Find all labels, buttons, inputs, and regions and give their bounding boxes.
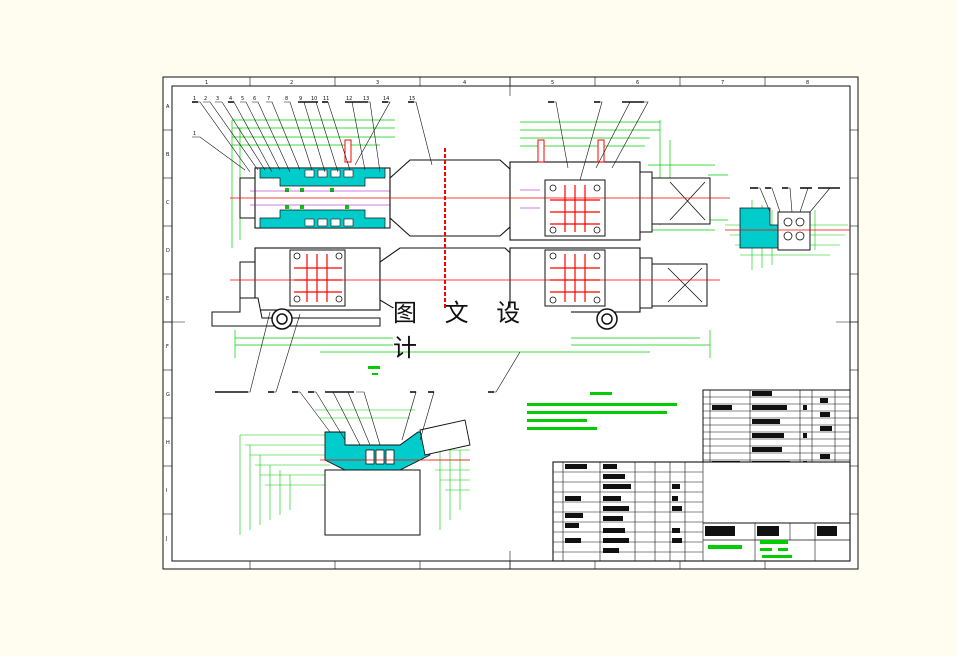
svg-text:7: 7	[721, 80, 724, 86]
lower-right-end	[639, 257, 653, 309]
svg-text:1: 1	[193, 131, 196, 137]
svg-text:4: 4	[229, 96, 232, 102]
svg-text:8: 8	[806, 80, 809, 86]
svg-text:5: 5	[551, 80, 554, 86]
watermark-label: 图 文 设 计	[393, 299, 571, 362]
upper-green-fasteners	[285, 188, 349, 209]
svg-text:9: 9	[299, 96, 302, 102]
base-bracket	[211, 297, 381, 327]
svg-text:8: 8	[285, 96, 288, 102]
main-view: 1 2 3 4 5 6 7 8 9 10 11 12 13 14 15 1	[192, 96, 730, 393]
svg-text:12: 12	[346, 96, 352, 102]
svg-text:I: I	[166, 488, 167, 494]
upper-right-red-grid	[550, 185, 600, 232]
svg-text:2: 2	[290, 80, 293, 86]
svg-text:10: 10	[311, 96, 317, 102]
upper-lift-lug-left	[344, 139, 352, 163]
lower-right-bolts	[549, 252, 601, 304]
centerlines	[230, 148, 730, 332]
lower-shaft-cross	[667, 267, 703, 303]
svg-text:J: J	[165, 536, 167, 542]
svg-text:6: 6	[253, 96, 256, 102]
upper-lift-lug-right2	[597, 139, 605, 163]
leader-shelves	[192, 101, 644, 393]
hidden-lines	[250, 189, 540, 209]
svg-text:E: E	[166, 296, 169, 302]
upper-shaft-cross	[669, 181, 706, 221]
svg-text:1: 1	[193, 96, 196, 102]
svg-text:7: 7	[267, 96, 270, 102]
border-ticks	[163, 77, 858, 569]
svg-text:3: 3	[376, 80, 379, 86]
svg-text:5: 5	[241, 96, 244, 102]
upper-right-bolts	[549, 184, 601, 234]
svg-text:11: 11	[323, 96, 329, 102]
lower-left-bolts	[293, 252, 343, 303]
svg-text:1: 1	[205, 80, 208, 86]
svg-text:6: 6	[636, 80, 639, 86]
svg-text:G: G	[166, 392, 170, 398]
upper-shaft-extension	[651, 177, 711, 225]
svg-text:14: 14	[383, 96, 389, 102]
detail-view-right	[725, 187, 850, 270]
svg-text:C: C	[166, 200, 170, 206]
svg-text:B: B	[166, 152, 170, 158]
svg-text:2: 2	[204, 96, 207, 102]
upper-lift-lug-right	[537, 139, 545, 163]
svg-text:A: A	[166, 104, 170, 110]
leader-numbers: 1 2 3 4 5 6 7 8 9 10 11 12 13 14 15 1	[193, 96, 415, 137]
svg-text:D: D	[166, 248, 170, 254]
detail-view-bottom	[239, 366, 471, 536]
upper-bearing-rollers	[304, 169, 354, 227]
svg-text:3: 3	[216, 96, 219, 102]
svg-text:F: F	[166, 344, 169, 350]
upper-right-end	[639, 171, 653, 233]
svg-text:13: 13	[363, 96, 369, 102]
technical-notes	[527, 392, 677, 430]
support-wheels	[271, 308, 618, 330]
svg-text:15: 15	[409, 96, 415, 102]
svg-text:H: H	[166, 440, 170, 446]
inner-frame	[171, 85, 851, 562]
title-block	[552, 461, 851, 562]
border-numbers: 1 2 3 4 5 6 7 8 A B C D E F G H I J	[165, 80, 809, 542]
svg-text:4: 4	[463, 80, 466, 86]
lower-shaft-extension	[651, 263, 708, 307]
